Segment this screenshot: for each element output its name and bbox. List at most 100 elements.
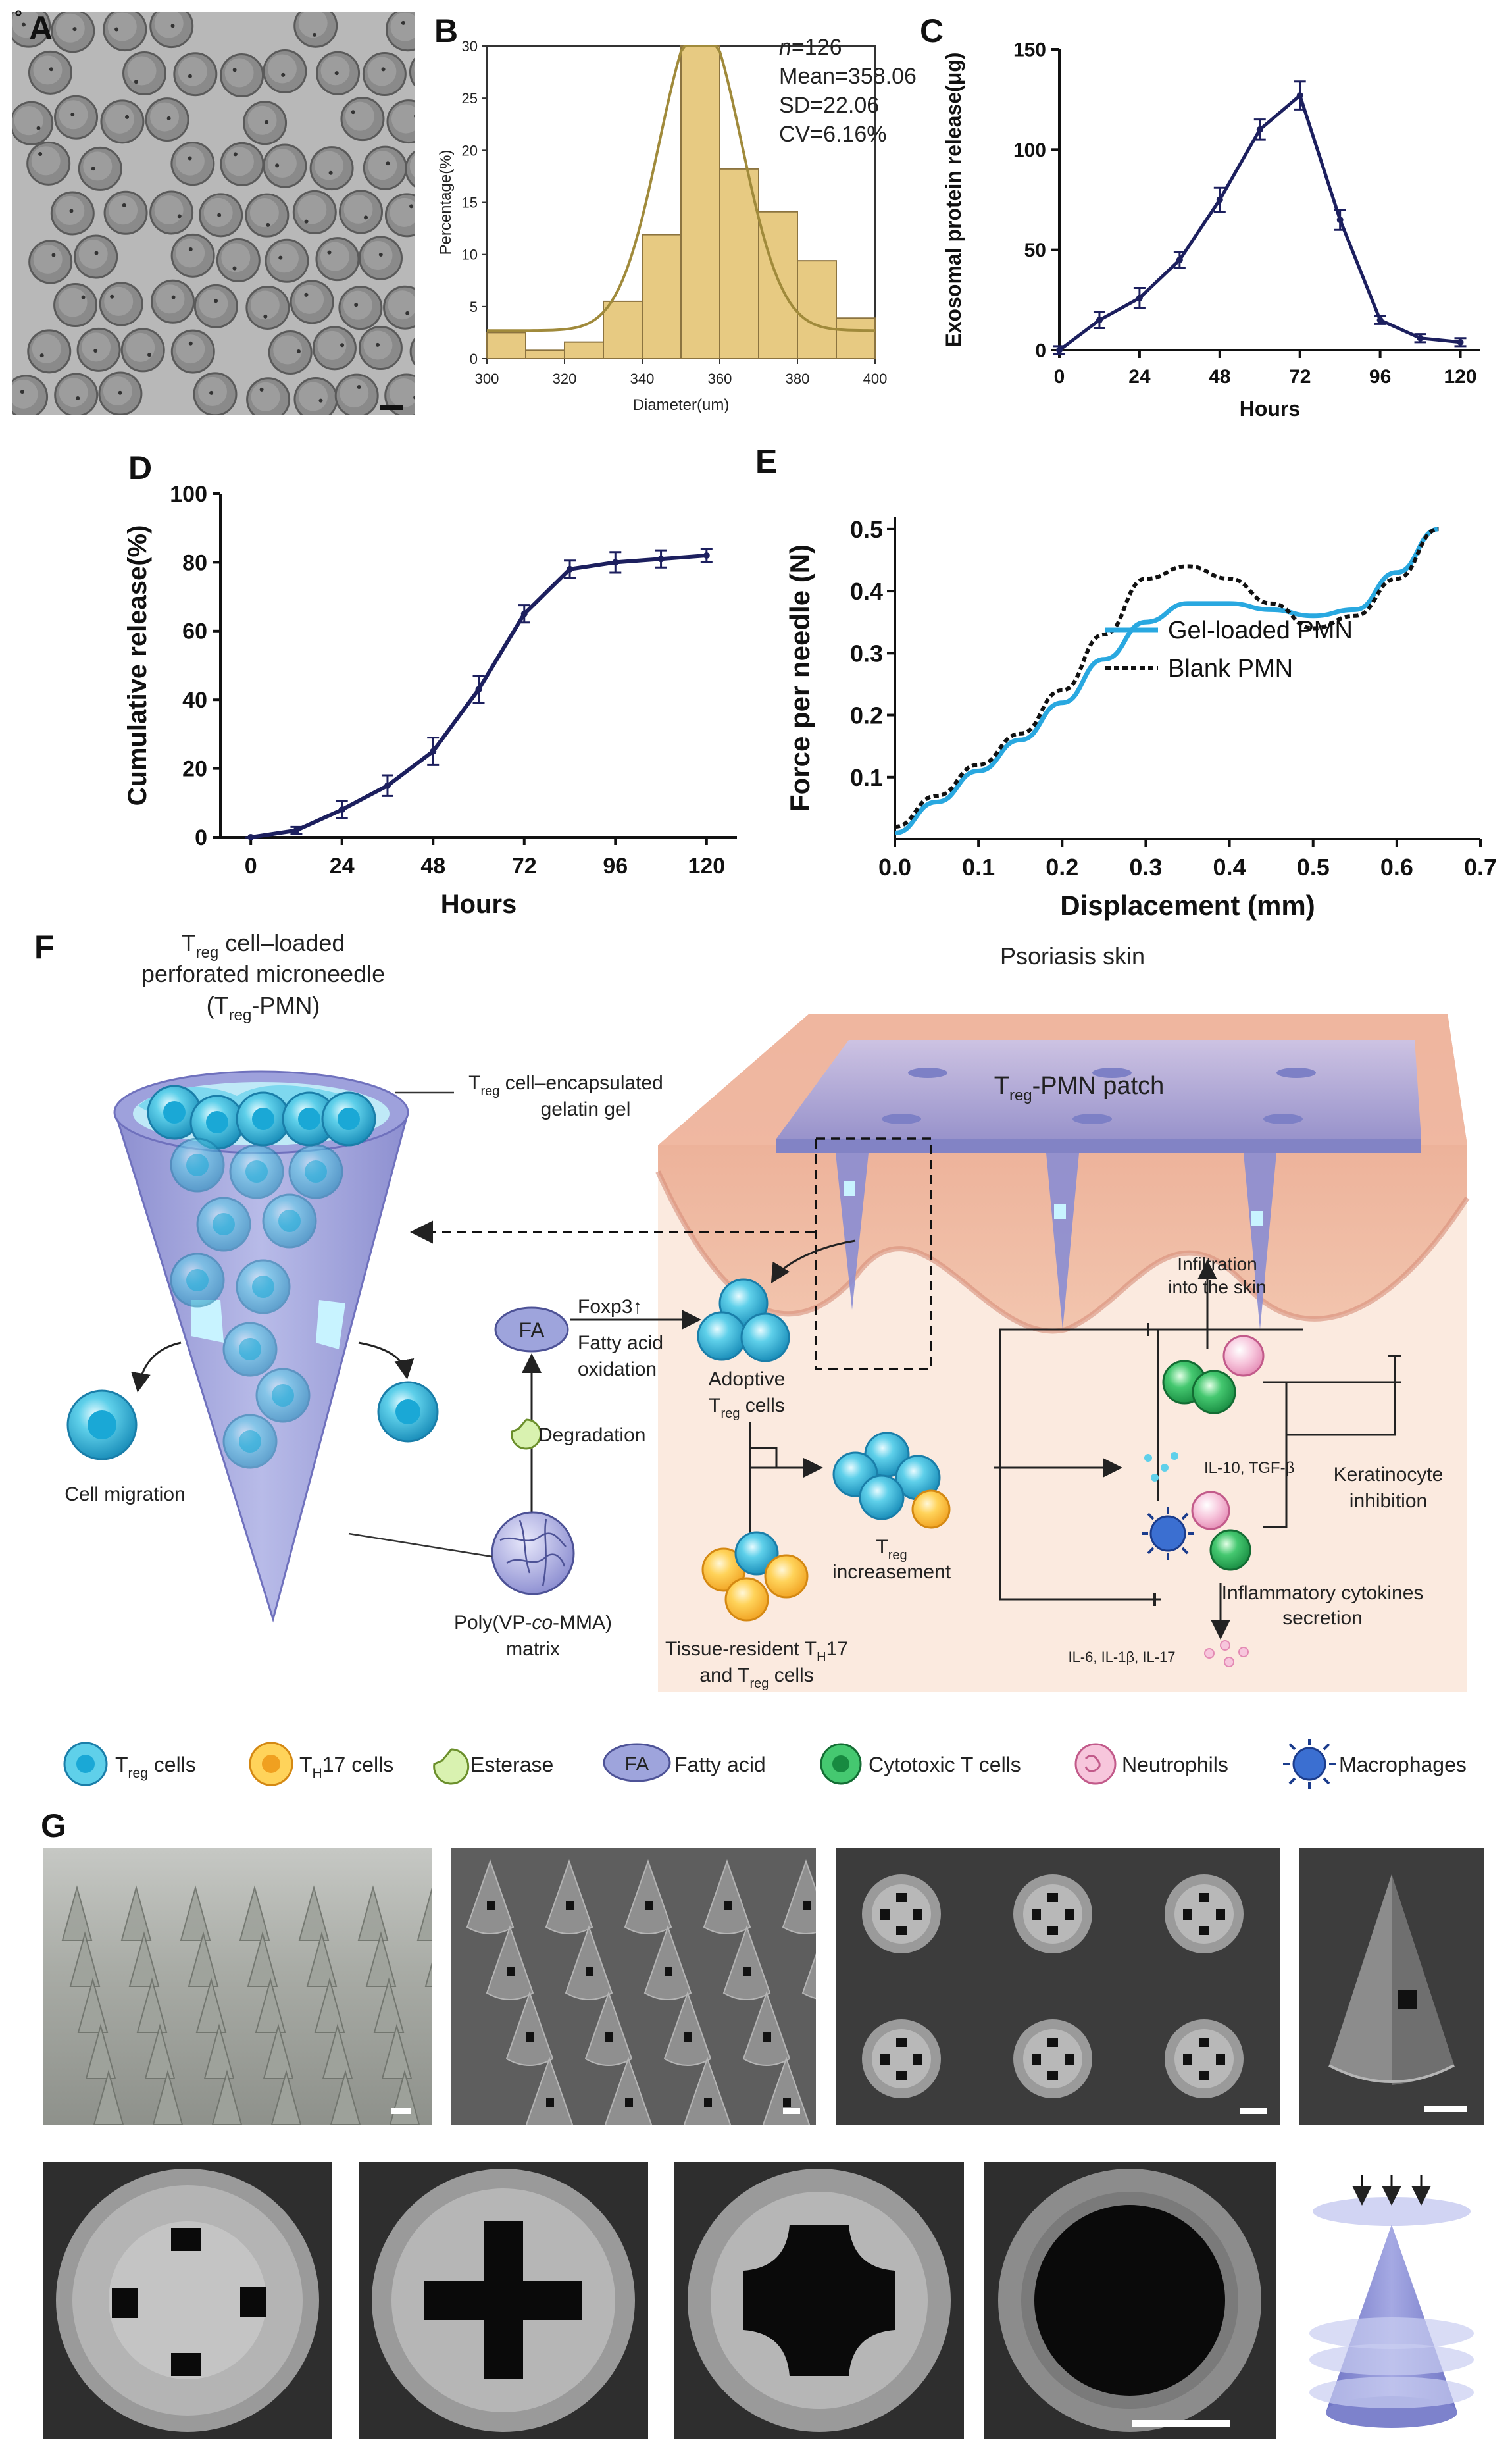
needle-hole [704, 2098, 712, 2107]
scale-bar [783, 2108, 800, 2114]
needle-hole [1199, 2038, 1209, 2047]
legend-esterase-icon [433, 1748, 470, 1785]
microsphere [290, 280, 334, 324]
needle [61, 1885, 93, 1941]
y-axis-title: Cumulative release(%) [123, 525, 152, 806]
y-tick-label: 10 [462, 247, 478, 263]
legend-th17-icon [249, 1742, 293, 1786]
needle [144, 2023, 176, 2079]
scale-bar [1132, 2420, 1230, 2427]
microsphere [216, 238, 261, 282]
microsphere [265, 238, 309, 283]
x-tick-label: 400 [863, 371, 888, 387]
cone-cells [147, 1085, 376, 1469]
data-point [1336, 216, 1344, 223]
x-tick-label: 0.3 [1129, 854, 1162, 881]
adoptive-text-1: Adoptive [709, 1368, 786, 1390]
data-point [384, 782, 391, 789]
x-axis-title: Hours [1240, 397, 1300, 421]
y-tick-label: 30 [462, 38, 478, 55]
needle [525, 2056, 574, 2125]
microsphere [170, 329, 215, 374]
matrix-text-1: Poly(VP-co-MMA) [454, 1612, 612, 1634]
needle [270, 2069, 302, 2125]
x-tick-label: 96 [603, 854, 628, 879]
microsphere [315, 237, 360, 282]
needle-top [872, 2029, 931, 2088]
panel-a-corner-mark: ° [14, 7, 22, 28]
microsphere [28, 240, 73, 284]
needle-hole [1065, 1909, 1074, 1920]
needle [801, 1953, 816, 2000]
x-tick-label: 72 [1289, 366, 1311, 388]
data-point [1417, 334, 1424, 342]
treg-nucleus [252, 1108, 274, 1130]
series-gel-loaded [894, 527, 1439, 836]
degradation-text: Degradation [538, 1424, 645, 1446]
microsphere [338, 286, 383, 330]
y-tick-label: 100 [1013, 140, 1046, 161]
needle-hole [487, 1901, 495, 1910]
y-tick-label: 80 [182, 550, 207, 575]
pmn-patch [776, 1040, 1421, 1330]
microsphere [309, 146, 354, 191]
needle-hole [1047, 2071, 1058, 2080]
adoptive-treg-cells [697, 1278, 790, 1362]
x-tick-label: 0.2 [1046, 854, 1078, 881]
panel-f-schematic: Psoriasis skin Treg-PMN patch Treg cell–… [64, 929, 1470, 1692]
treg-increasement-cluster [832, 1432, 951, 1529]
treg-nucleus [163, 1101, 186, 1124]
microsphere [98, 371, 143, 415]
needle [505, 1990, 554, 2066]
stat-n-symbol: n [779, 35, 792, 60]
legend-label-gel: Gel-loaded PMN [1168, 617, 1353, 644]
needle-hole [605, 2032, 613, 2042]
needle-hole [896, 1893, 907, 1902]
fit-curve [487, 45, 875, 332]
x-tick-label: 0.0 [878, 854, 911, 881]
needle [322, 2023, 353, 2079]
increasement-text-2: increasement [832, 1561, 951, 1583]
treg-nucleus [272, 1384, 294, 1407]
needle-hole [1199, 1926, 1209, 1935]
microsphere [27, 329, 72, 374]
y-tick-label: 0.2 [850, 702, 883, 729]
x-tick-label: 0.4 [1213, 854, 1246, 881]
x-tick-label: 72 [512, 854, 537, 879]
needle [373, 1977, 405, 2033]
legend-neutrophils-text: Neutrophils [1122, 1753, 1228, 1776]
histogram-bar [797, 260, 837, 359]
y-tick-label: 40 [182, 688, 207, 713]
x-tick-label: 48 [420, 854, 445, 879]
needle-hole [913, 1909, 922, 1920]
x-tick-label: 0 [245, 854, 257, 879]
needle [742, 1990, 791, 2066]
g-sem-hole-wide-cross [674, 2162, 964, 2439]
migrating-cells [66, 1341, 439, 1460]
microsphere [193, 372, 238, 415]
needle [703, 1859, 751, 1934]
microsphere [12, 375, 49, 415]
legend-treg-icon [63, 1742, 108, 1786]
histogram-bar [603, 300, 643, 359]
inflammatory-text-2: secretion [1282, 1607, 1363, 1629]
data-point [1136, 294, 1143, 301]
g-sem-array-tilted [451, 1848, 816, 2125]
g-sem-hole-cross [359, 2162, 648, 2439]
needle [424, 1959, 432, 1987]
needle [298, 1885, 330, 1941]
needle [545, 1859, 593, 1934]
histogram-bar [564, 341, 604, 359]
microsphere [170, 233, 215, 278]
y-tick-label: 0 [195, 825, 207, 850]
microsphere [386, 99, 415, 144]
microsphere [74, 234, 118, 279]
microsphere [199, 193, 243, 238]
needle-hole [763, 2032, 771, 2042]
pmn-title-line3: (Treg-PMN) [207, 992, 320, 1024]
data-point [1376, 317, 1384, 324]
y-tick-label: 20 [182, 757, 207, 782]
treg-nucleus [186, 1269, 209, 1291]
scale-bar [391, 2108, 411, 2114]
needle-hole [1216, 1909, 1225, 1920]
